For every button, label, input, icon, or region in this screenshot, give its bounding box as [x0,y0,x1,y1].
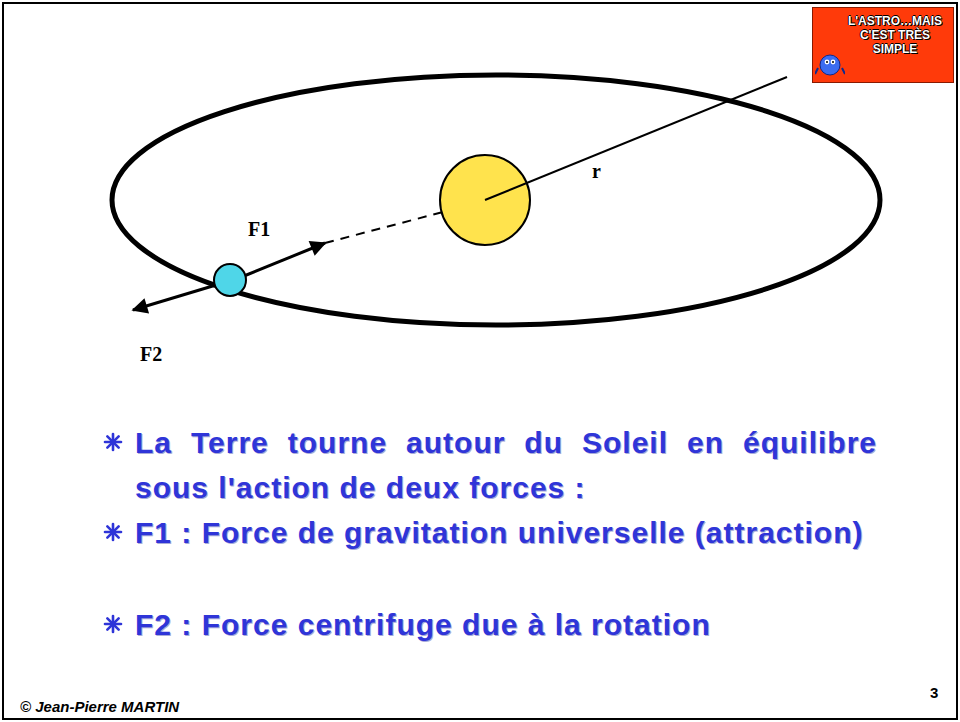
bullet-text: La Terre tourne autour du Soleil en équi… [135,420,877,510]
logo-box: L'ASTRO…MAIS C'EST TRÈS SIMPLE [812,7,954,83]
bullet-star [107,526,118,537]
bullet-stars [105,434,121,632]
bullet-star [107,618,118,629]
page-frame [3,3,957,719]
logo-text: L'ASTRO…MAIS C'EST TRÈS SIMPLE [813,8,953,60]
bullet-text: F2 : Force centrifuge due à la rotation [135,602,877,647]
page-number: 3 [930,684,938,701]
radius-label: r [592,160,601,183]
bullet-star [107,436,118,447]
force-label: F1 [248,218,270,241]
earth [214,264,246,296]
force-label: F2 [140,343,162,366]
force-arrow-f2 [133,285,216,310]
orbit-ellipse [112,75,880,325]
mascot-figure [815,50,845,80]
bullet-text: F1 : Force de gravitation universelle (a… [135,510,877,555]
radius-line [485,77,787,200]
copyright-note: © Jean-Pierre MARTIN [20,698,179,715]
force-arrow-f1 [244,243,325,276]
